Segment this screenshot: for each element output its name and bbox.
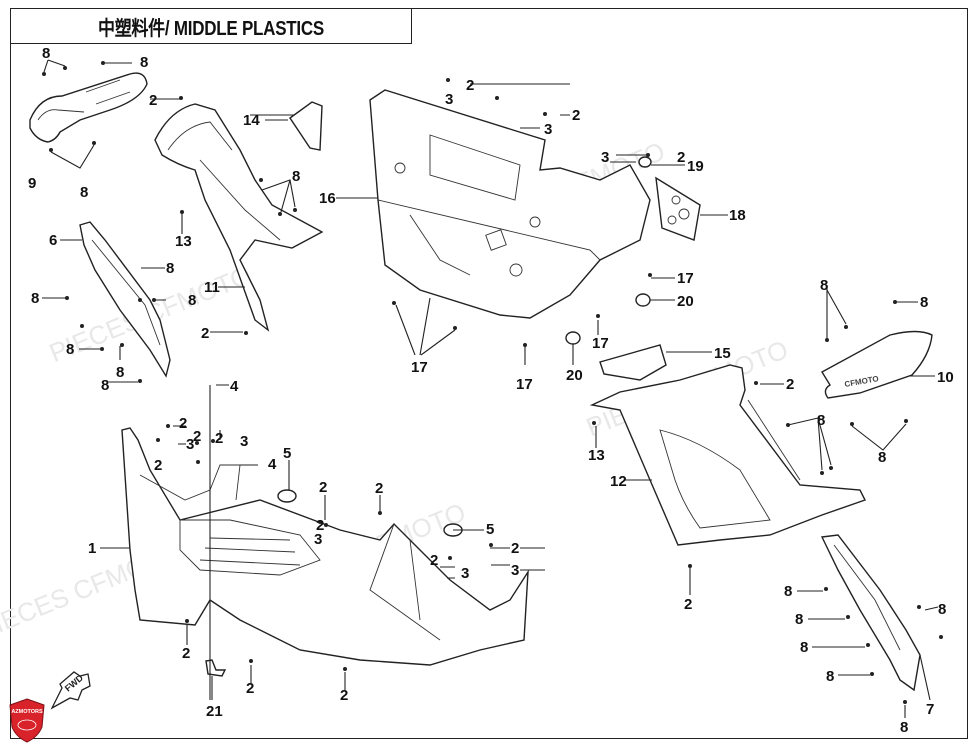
callout-2: 2 [684,596,692,613]
callout-8: 8 [800,639,808,656]
callout-2: 2 [786,376,794,393]
part-16-center-dash [336,89,651,319]
callout-2: 2 [319,479,327,496]
callout-20: 20 [566,367,583,384]
callout-3: 3 [511,562,519,579]
callout-3: 3 [186,436,194,453]
part-7-right-lower-trim [820,534,921,692]
callout-2: 2 [182,645,190,662]
callout-8: 8 [795,611,803,628]
callout-8: 8 [826,668,834,685]
callout-2: 2 [201,325,209,342]
callout-10: 10 [937,369,954,386]
azmotors-logo: AZMOTORS [9,698,45,743]
callout-4: 4 [268,456,277,473]
part-1-floor-panel [121,427,529,666]
callout-2: 2 [511,540,519,557]
callout-2: 2 [430,552,438,569]
callout-6: 6 [49,232,57,249]
callout-8: 8 [784,583,792,600]
callout-19: 19 [687,158,704,175]
callout-8: 8 [42,45,50,62]
callout-8: 8 [817,412,825,429]
callout-9: 9 [28,175,36,192]
callout-7: 7 [926,701,934,718]
callout-16: 16 [319,190,336,207]
callout-2: 2 [179,415,187,432]
callout-8: 8 [920,294,928,311]
callout-labels: 8 8 9 8 2 14 8 13 11 2 6 8 8 8 8 8 8 16 … [28,45,954,736]
callout-8: 8 [116,364,124,381]
callout-11: 11 [204,279,220,296]
callout-2: 2 [193,428,201,445]
callout-2: 2 [572,107,580,124]
title-box: 中塑料件/ MIDDLE PLASTICS [10,8,412,44]
callout-13: 13 [175,233,192,250]
callout-2: 2 [215,430,223,447]
callout-3: 3 [240,433,248,450]
fasteners [65,78,943,704]
part-12-right-side-panel [589,364,866,546]
callout-12: 12 [610,473,627,490]
page-title: 中塑料件/ MIDDLE PLASTICS [97,17,325,40]
callout-5: 5 [283,445,291,462]
callout-17: 17 [516,376,533,393]
callout-8: 8 [820,277,828,294]
callout-8: 8 [188,292,196,309]
callout-2: 2 [466,77,474,94]
callout-17: 17 [677,270,694,287]
callout-8: 8 [101,377,109,394]
callout-2: 2 [677,149,685,166]
part-14-bracket [289,101,323,151]
callout-2: 2 [340,687,348,704]
callout-8: 8 [900,719,908,736]
callout-8: 8 [292,168,300,185]
callout-20: 20 [677,293,694,310]
callout-4: 4 [230,378,239,395]
callout-8: 8 [31,290,39,307]
callout-3: 3 [461,565,469,582]
part-6-left-lower-trim [79,221,171,378]
logo-text: AZMOTORS [11,709,43,715]
part-15-insert [599,344,712,381]
part-20-plugs [565,293,675,365]
part-18-switch-plate [655,176,728,241]
callout-2: 2 [375,480,383,497]
callout-8: 8 [140,54,148,71]
callout-3: 3 [314,531,322,548]
callout-2: 2 [154,457,162,474]
part-19-grommet [638,156,685,168]
callout-8: 8 [66,341,74,358]
callout-13: 13 [588,447,605,464]
callout-14: 14 [243,112,260,129]
part-9-left-upper-panel [29,59,148,169]
callout-5: 5 [486,521,494,538]
callout-8: 8 [878,449,886,466]
callout-21: 21 [206,703,223,720]
callout-3: 3 [445,91,453,108]
part-10-right-upper-panel: CFMOTO [821,330,935,399]
callout-8: 8 [80,184,88,201]
callout-15: 15 [714,345,731,362]
fwd-arrow-icon: FWD [50,671,91,710]
callout-8: 8 [938,601,946,618]
callout-2: 2 [149,92,157,109]
callout-1: 1 [88,540,96,557]
callout-17: 17 [592,335,609,352]
leader-lines [42,83,939,718]
callout-3: 3 [601,149,609,166]
callout-18: 18 [729,207,746,224]
diagram-frame [10,8,968,739]
callout-2: 2 [246,680,254,697]
part-11-left-side-panel [154,103,324,332]
callout-8: 8 [166,260,174,277]
part-21-clamp [205,659,227,700]
callout-17: 17 [411,359,428,376]
callout-3: 3 [544,121,552,138]
callout-2: 2 [316,517,324,534]
